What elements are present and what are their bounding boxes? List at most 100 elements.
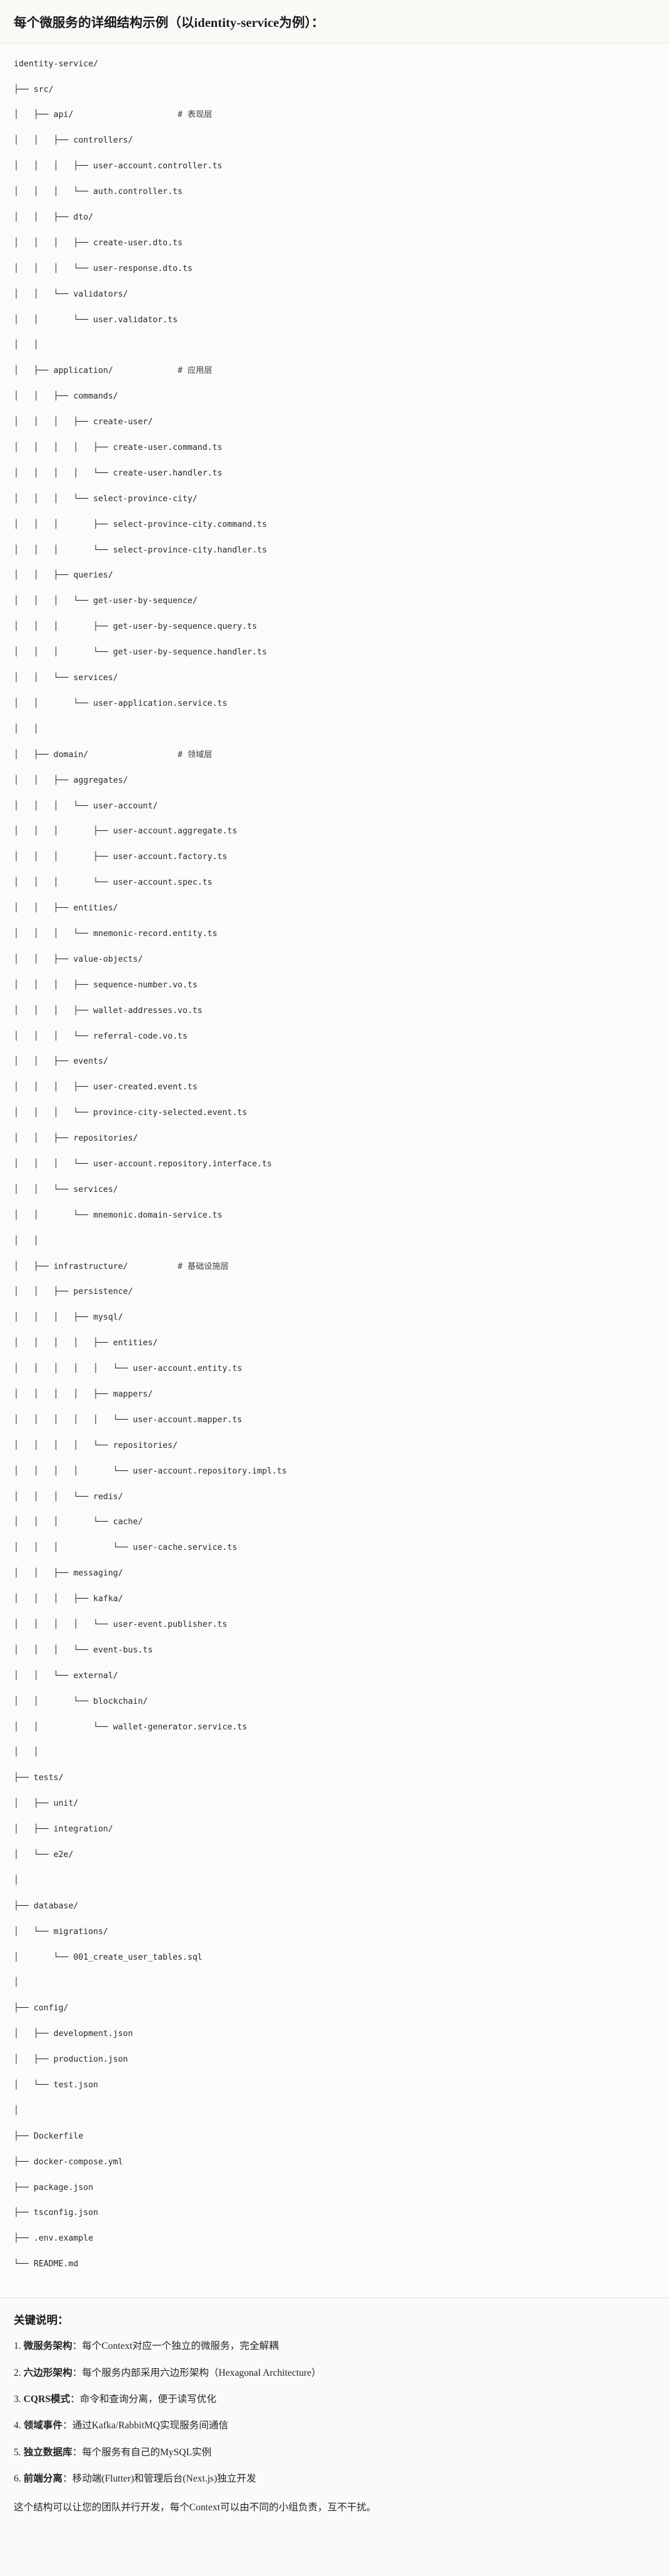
tree-line-text: │ │ │ └── event-bus.ts: [14, 1645, 153, 1655]
tree-line: identity-service/: [14, 58, 655, 71]
tree-line: │ │ ├── value-objects/: [14, 954, 655, 966]
tree-line: │ │ │ └── referral-code.vo.ts: [14, 1031, 655, 1043]
tree-line-text: │ │ │ └── user-cache.service.ts: [14, 1543, 238, 1553]
tree-line-gap: [128, 1262, 178, 1271]
tree-line: │ │ └── mnemonic.domain-service.ts: [14, 1209, 655, 1222]
tree-line-text: │ │: [14, 724, 39, 734]
key-note-term: 独立数据库: [23, 2446, 73, 2458]
tree-line: ├── tests/: [14, 1772, 655, 1784]
directory-tree-block: identity-service/ ├── src/ │ ├── api/ # …: [0, 43, 669, 2299]
key-note-number: 4.: [14, 2420, 21, 2431]
tree-line: │ │ ├── messaging/: [14, 1567, 655, 1580]
tree-line-text: │ │ │ │ └── user-account.repository.impl…: [14, 1466, 287, 1476]
tree-line: │ │ │ ├── sequence-number.vo.ts: [14, 979, 655, 992]
key-note-number: 5.: [14, 2446, 21, 2458]
tree-line: │ │ │ ├── kafka/: [14, 1593, 655, 1606]
tree-line-text: │ ├── production.json: [14, 2055, 128, 2065]
tree-line: │ │ │ │ └── repositories/: [14, 1440, 655, 1452]
tree-line: │ │ ├── controllers/: [14, 135, 655, 147]
tree-line-gap: [113, 366, 178, 375]
tree-line-text: ├── Dockerfile: [14, 2131, 84, 2141]
tree-line: │ │ │ └── select-province-city.handler.t…: [14, 544, 655, 557]
key-note-term: 前端分离: [23, 2473, 63, 2485]
tree-line-text: │: [14, 1875, 19, 1885]
tree-line-text: │: [14, 2105, 19, 2115]
tree-line-text: │ ├── api/: [14, 110, 74, 120]
tree-line: │ └── 001_create_user_tables.sql: [14, 1952, 655, 1964]
key-note-term: 领域事件: [23, 2420, 63, 2431]
tree-line: │ │: [14, 1235, 655, 1248]
key-note-number: 6.: [14, 2473, 21, 2485]
tree-line-text: │ │ ├── persistence/: [14, 1287, 133, 1297]
tree-line-text: │ │ │ └── user-account.spec.ts: [14, 878, 213, 888]
tree-line: │ │ │ ├── user-account.aggregate.ts: [14, 825, 655, 838]
key-notes-title: 关键说明：: [14, 2314, 69, 2327]
tree-line: │: [14, 2105, 655, 2117]
tree-line-text: └── README.md: [14, 2259, 79, 2269]
tree-line-comment: # 表现层: [178, 110, 213, 120]
tree-line-text: │ │ │ ├── create-user.dto.ts: [14, 238, 183, 248]
tree-line-text: │ │ │ │ ├── mappers/: [14, 1389, 153, 1399]
tree-line: │ │ │ │ └── create-user.handler.ts: [14, 467, 655, 480]
tree-line: ├── package.json: [14, 2182, 655, 2194]
tree-line: │ │ │ ├── select-province-city.command.t…: [14, 519, 655, 531]
tree-line: │ │ │ └── user-cache.service.ts: [14, 1542, 655, 1554]
tree-line-text: ├── src/: [14, 84, 54, 94]
tree-line: ├── config/: [14, 2002, 655, 2015]
tree-line-comment: # 应用层: [178, 366, 213, 376]
tree-line-text: │ │ │ ├── sequence-number.vo.ts: [14, 980, 198, 990]
tree-line: │ │ │ │ │ └── user-account.entity.ts: [14, 1363, 655, 1375]
key-note-description: ：移动端(Flutter)和管理后台(Next.js)独立开发: [63, 2473, 256, 2485]
tree-line-text: │ │ ├── queries/: [14, 571, 113, 581]
tree-line: │ │ └── validators/: [14, 288, 655, 301]
tree-line: │ │ │ └── event-bus.ts: [14, 1644, 655, 1657]
key-note-term: 六边形架构: [23, 2367, 73, 2378]
tree-line: │: [14, 1977, 655, 1989]
tree-line-text: │ │ ├── events/: [14, 1057, 108, 1067]
tree-line: │ │ ├── commands/: [14, 390, 655, 403]
tree-line-text: │ │ └── user.validator.ts: [14, 315, 178, 325]
tree-line: │ │ └── external/: [14, 1670, 655, 1683]
tree-line: │ ├── application/ # 应用层: [14, 365, 655, 377]
tree-line: │ │ └── user-application.service.ts: [14, 698, 655, 710]
tree-line: │ │ │ └── user-account.spec.ts: [14, 877, 655, 889]
tree-line: │ │ │ └── select-province-city/: [14, 493, 655, 506]
tree-line-text: │ │ │ ├── get-user-by-sequence.query.ts: [14, 622, 258, 632]
tree-line-text: ├── .env.example: [14, 2234, 94, 2244]
key-note-item: 6. 前端分离：移动端(Flutter)和管理后台(Next.js)独立开发: [14, 2472, 655, 2486]
key-note-description: ：每个服务内部采用六边形架构（Hexagonal Architecture）: [72, 2367, 321, 2378]
tree-line: │ │ │ │ │ └── user-account.mapper.ts: [14, 1414, 655, 1427]
tree-line-text: │ │ ├── value-objects/: [14, 954, 143, 964]
tree-line-text: │ │ │ └── select-province-city/: [14, 494, 198, 504]
tree-line-text: │ │ │ ├── wallet-addresses.vo.ts: [14, 1005, 203, 1016]
directory-tree: identity-service/ ├── src/ │ ├── api/ # …: [14, 58, 655, 2284]
tree-line: │ │ ├── persistence/: [14, 1286, 655, 1298]
tree-line-text: │ │ ├── entities/: [14, 904, 118, 914]
document-header: 每个微服务的详细结构示例（以identity-service为例）：: [0, 0, 669, 43]
tree-line-text: │ │ │ │ └── repositories/: [14, 1440, 178, 1450]
tree-line: │ │: [14, 339, 655, 352]
tree-line-text: │ │ │ ├── mysql/: [14, 1313, 123, 1323]
tree-line-text: │ │ │ └── select-province-city.handler.t…: [14, 545, 267, 555]
tree-line-text: │ ├── domain/: [14, 750, 89, 760]
tree-line-text: │ │ └── mnemonic.domain-service.ts: [14, 1210, 223, 1220]
tree-line-text: │ ├── unit/: [14, 1799, 79, 1809]
tree-line-text: │ │ └── blockchain/: [14, 1696, 148, 1706]
tree-line-text: │ │ │ │ │ └── user-account.mapper.ts: [14, 1415, 243, 1425]
tree-line: ├── database/: [14, 1900, 655, 1913]
tree-line-text: │ │ │ └── mnemonic-record.entity.ts: [14, 929, 218, 939]
tree-line-text: ├── docker-compose.yml: [14, 2157, 123, 2167]
tree-line: │ │ │ └── redis/: [14, 1491, 655, 1504]
key-note-term: 微服务架构: [23, 2341, 73, 2352]
key-note-number: 1.: [14, 2341, 21, 2352]
tree-line: │ │: [14, 723, 655, 736]
tree-line-comment: # 基础设施层: [178, 1261, 229, 1271]
tree-line: │ │ │ │ ├── mappers/: [14, 1388, 655, 1401]
tree-line: │ ├── infrastructure/ # 基础设施层: [14, 1261, 655, 1273]
tree-line: │ │ │ └── user-account.repository.interf…: [14, 1158, 655, 1171]
tree-line-text: ├── package.json: [14, 2182, 94, 2192]
tree-line-text: │ │ └── wallet-generator.service.ts: [14, 1722, 248, 1732]
tree-line-text: │ └── 001_create_user_tables.sql: [14, 1952, 203, 1962]
